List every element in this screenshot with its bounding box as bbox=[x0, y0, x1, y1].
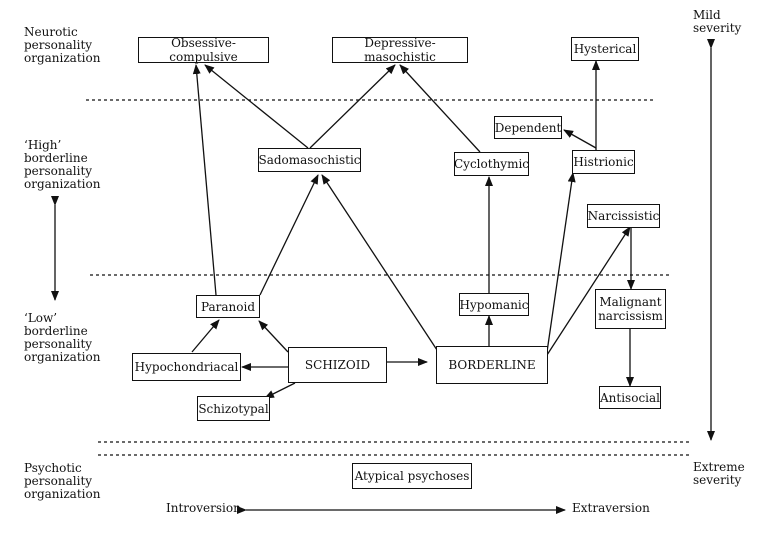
node-hypomanic: Hypomanic bbox=[459, 293, 529, 316]
level-label-high-borderline: ‘High’ borderline personality organizati… bbox=[24, 138, 101, 191]
node-histrionic: Histrionic bbox=[572, 150, 635, 174]
node-narcissistic: Narcissistic bbox=[587, 204, 660, 228]
node-hypochondriacal: Hypochondriacal bbox=[132, 353, 241, 381]
node-obsessive-compulsive: Obsessive-compulsive bbox=[138, 36, 269, 64]
node-dependent: Dependent bbox=[494, 116, 562, 139]
level-label-low-borderline: ‘Low’ borderline personality organizatio… bbox=[24, 311, 101, 364]
arrow-borderline-sadomasochistic bbox=[321, 174, 438, 351]
level-label-neurotic: Neurotic personality organization bbox=[24, 25, 101, 65]
axis-label-introversion: Introversion bbox=[166, 501, 241, 515]
arrow-sadomasochistic-obsessive bbox=[204, 64, 309, 149]
arrow-schizoid-schizotypal bbox=[264, 382, 296, 399]
arrow-paranoid-obsessive bbox=[192, 64, 217, 296]
node-sadomasochistic: Sadomasochistic bbox=[258, 148, 361, 172]
arrow-paranoid-sadomasochistic bbox=[259, 174, 319, 296]
node-atypical-psychoses: Atypical psychoses bbox=[352, 463, 472, 489]
node-malignant-narcissism: Malignant narcissism bbox=[595, 289, 666, 329]
arrow-schizoid-paranoid bbox=[258, 320, 289, 353]
arrow-borderline-narcissistic bbox=[546, 226, 631, 356]
severity-label-mild: Mild severity bbox=[693, 8, 742, 35]
arrow-borderline-histrionic bbox=[546, 172, 576, 353]
level-label-psychotic: Psychotic personality organization bbox=[24, 461, 101, 501]
node-depressive-masochistic: Depressive-masochistic bbox=[332, 36, 468, 64]
node-borderline: BORDERLINE bbox=[436, 346, 548, 384]
node-schizotypal: Schizotypal bbox=[197, 396, 270, 421]
node-cyclothymic: Cyclothymic bbox=[454, 152, 529, 176]
node-paranoid: Paranoid bbox=[196, 295, 260, 318]
node-hysterical: Hysterical bbox=[571, 37, 639, 61]
arrow-cyclothymic-depressive bbox=[399, 64, 481, 153]
arrow-sadomasochistic-depressive bbox=[309, 64, 396, 149]
arrow-histrionic-dependent bbox=[563, 129, 597, 149]
node-antisocial: Antisocial bbox=[599, 386, 661, 409]
severity-label-extreme: Extreme severity bbox=[693, 460, 745, 487]
axis-label-extraversion: Extraversion bbox=[572, 501, 650, 515]
arrow-hypochondriacal-paranoid bbox=[191, 319, 220, 353]
node-schizoid: SCHIZOID bbox=[288, 347, 387, 383]
